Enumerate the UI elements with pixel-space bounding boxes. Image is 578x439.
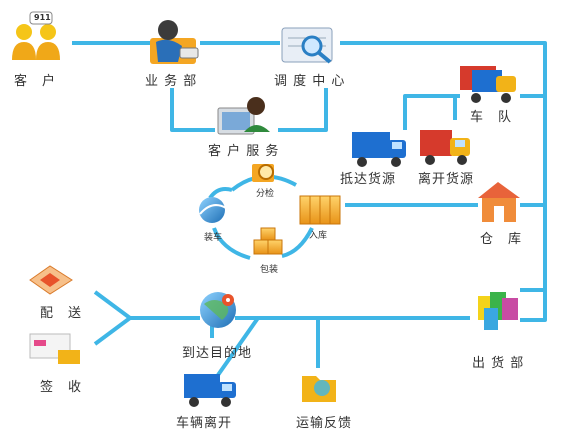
warehouse-house-icon xyxy=(478,182,520,222)
leave-source-truck-icon xyxy=(420,130,470,165)
destination-globe-icon xyxy=(200,292,236,328)
pack-boxes-icon xyxy=(253,227,283,255)
load-globe-icon xyxy=(199,197,227,223)
shipping-bags-icon xyxy=(478,292,518,330)
fleet-truck-icon xyxy=(460,66,516,103)
sign-document-icon xyxy=(29,333,80,364)
pack-label: 包装 xyxy=(260,265,279,275)
inspect-label: 分检 xyxy=(256,189,275,199)
customer-service-computer-icon xyxy=(217,97,270,135)
business-dept-label: 业 务 部 xyxy=(145,74,198,89)
customer-label: 客 户 xyxy=(14,74,57,89)
inbound-box-icon xyxy=(299,195,341,225)
fleet-label: 车 队 xyxy=(470,110,513,125)
shipping-dept-label: 出 货 部 xyxy=(472,356,525,371)
sign-label: 签 收 xyxy=(40,380,83,395)
phone-badge: 911 xyxy=(34,13,51,22)
customer-service-label: 客 户 服 务 xyxy=(208,144,280,159)
warehouse-label: 仓 库 xyxy=(480,232,523,247)
vehicle-leave-label: 车辆离开 xyxy=(176,416,233,431)
transport-feedback-label: 运输反馈 xyxy=(296,416,353,431)
transport-feedback-folder-icon xyxy=(302,376,336,402)
business-dept-phone-icon xyxy=(150,20,199,64)
arrive-source-truck-icon xyxy=(352,132,406,167)
vehicle-leave-truck-icon xyxy=(184,374,236,407)
connector-lines xyxy=(72,41,547,377)
delivery-label: 配 送 xyxy=(40,306,83,321)
inbound-label: 入库 xyxy=(309,231,328,241)
arrive-source-label: 抵达货源 xyxy=(340,172,397,187)
dispatch-center-label: 调 度 中 心 xyxy=(274,74,346,89)
customer-people-icon xyxy=(12,11,60,60)
inspect-magnifier-icon xyxy=(252,164,274,182)
load-label: 装车 xyxy=(204,233,223,243)
destination-label: 到达目的地 xyxy=(182,346,253,361)
dispatch-center-magnifier-icon xyxy=(281,27,333,64)
delivery-box-icon xyxy=(29,265,73,295)
leave-source-label: 离开货源 xyxy=(418,172,475,187)
